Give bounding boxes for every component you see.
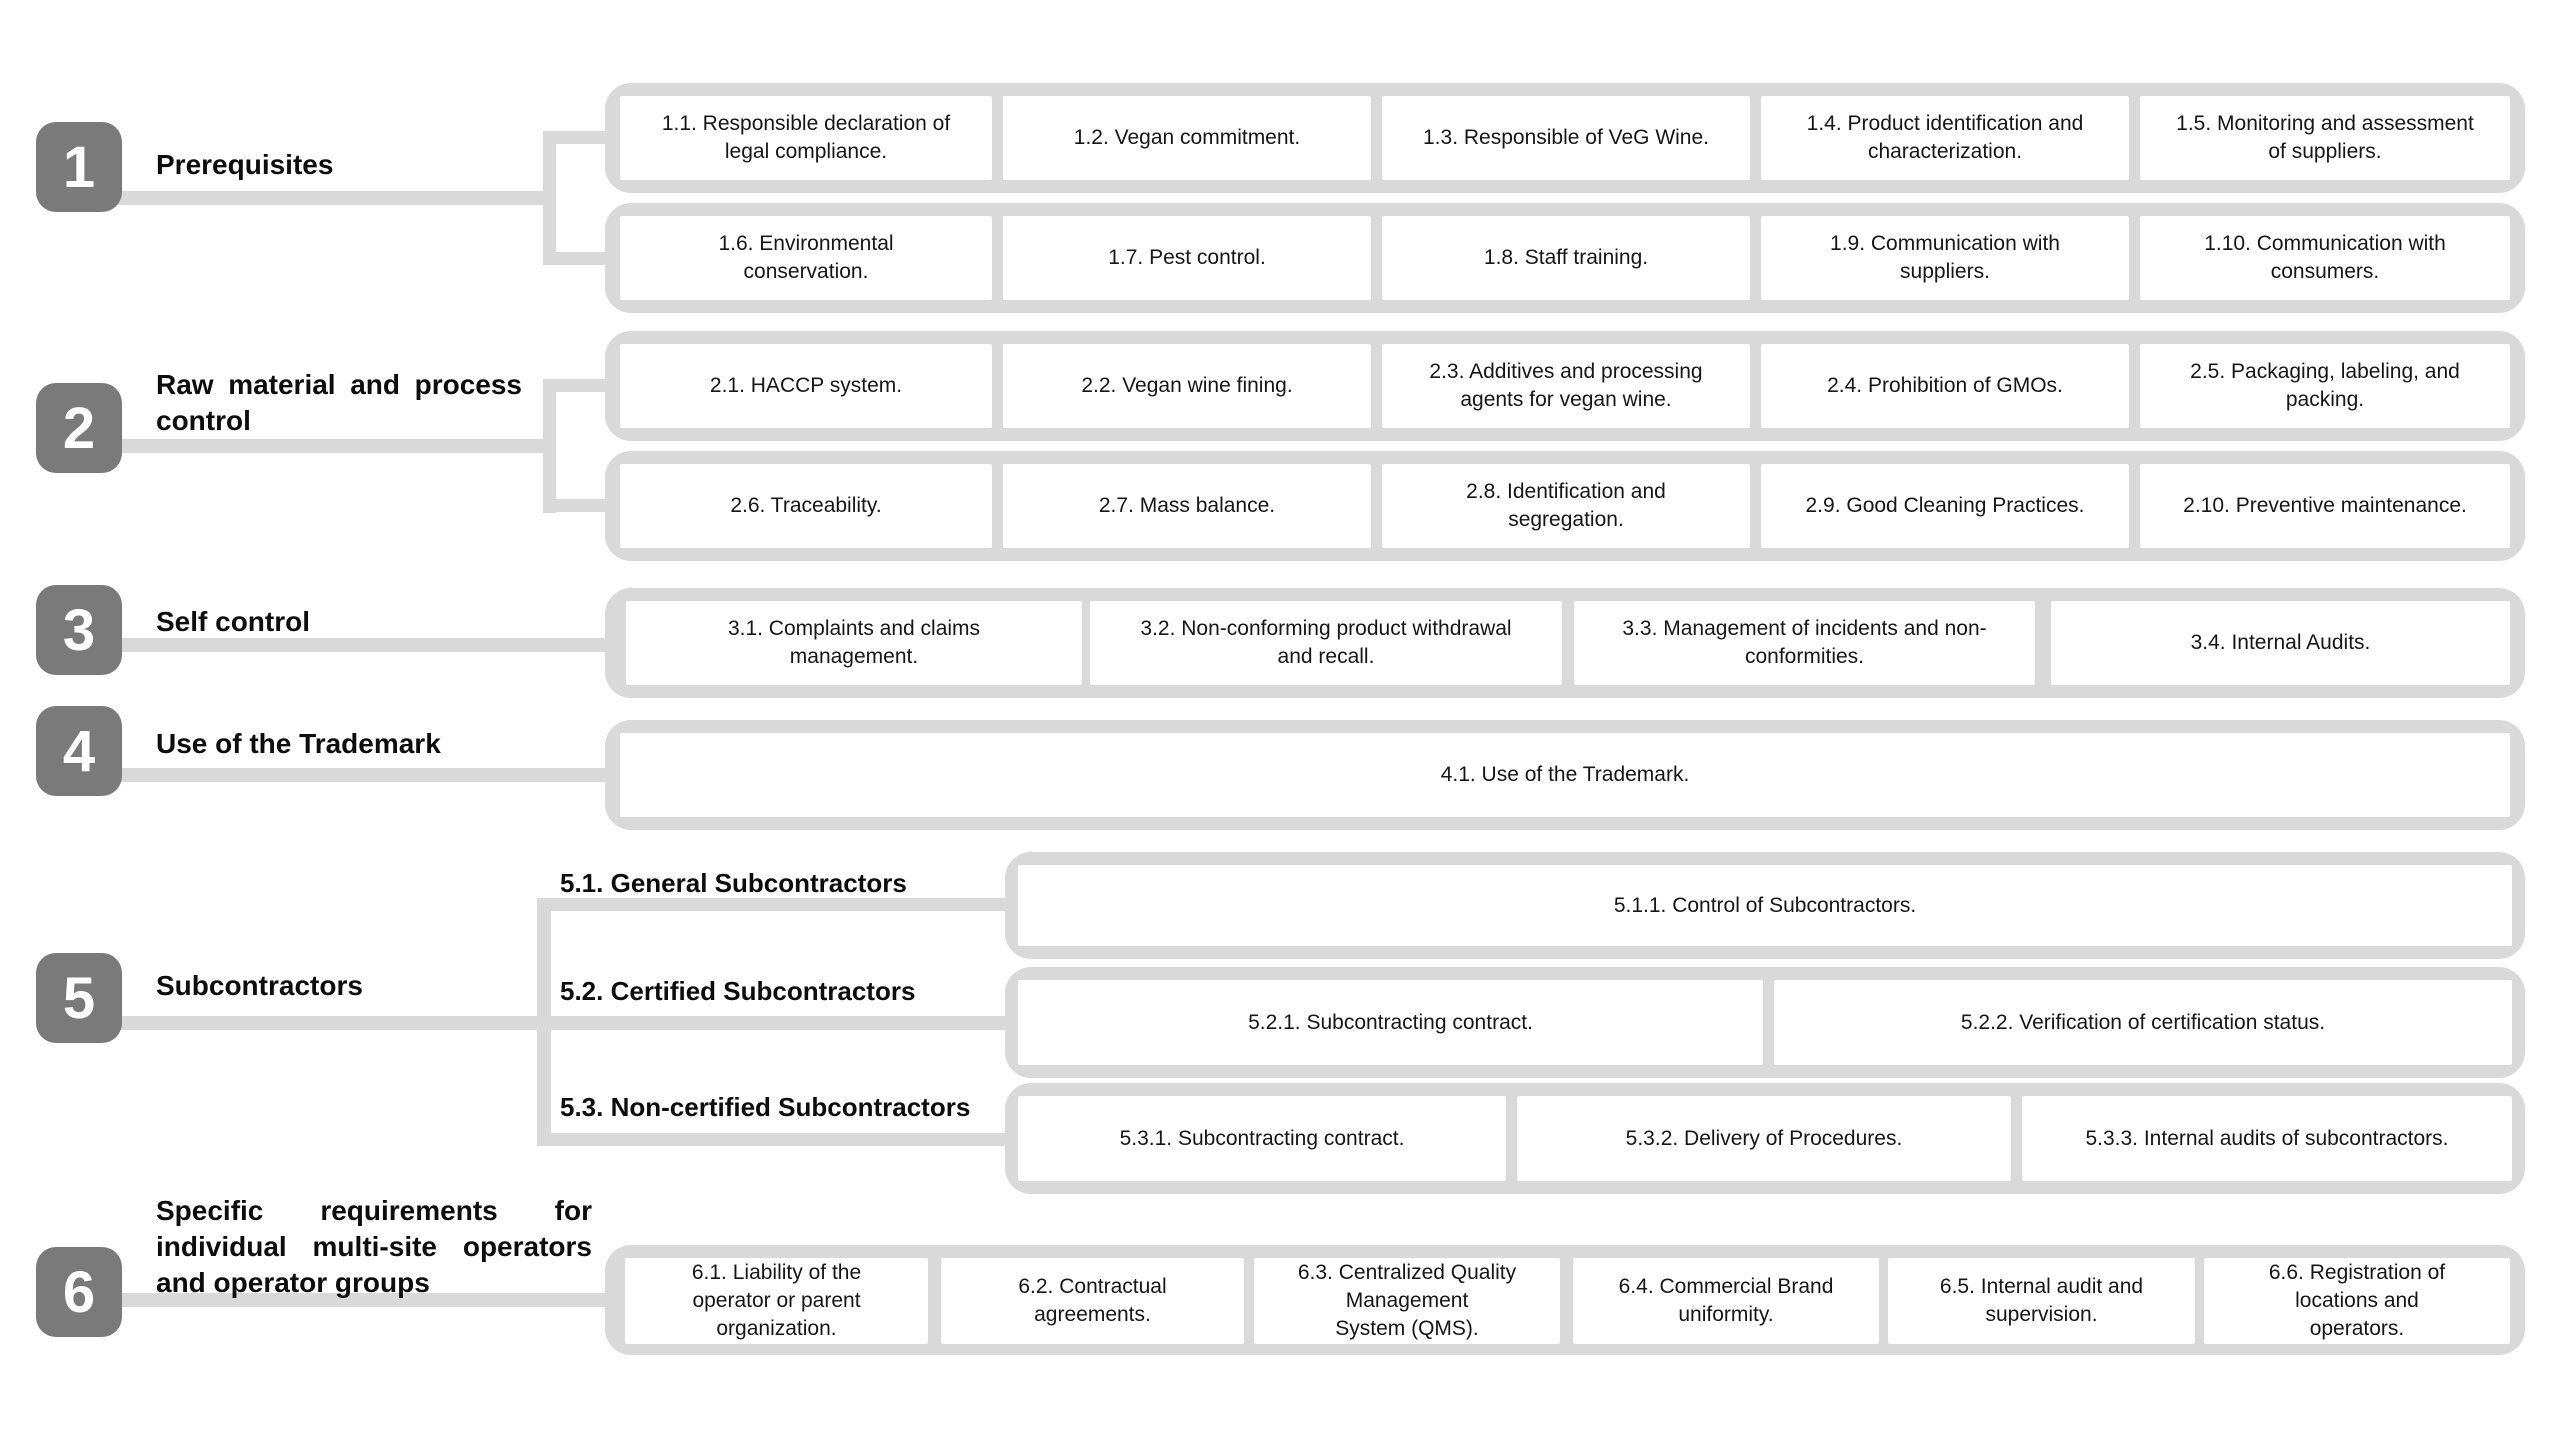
- subsection-5-3-label: 5.3. Non-certified Subcontractors: [560, 1092, 971, 1122]
- box-1-5: 1.5. Monitoring and assessment of suppli…: [2140, 96, 2510, 180]
- connector-section-5-branch-3: [537, 1133, 1020, 1146]
- box-6-6: 6.6. Registration of locations and opera…: [2204, 1258, 2510, 1344]
- box-1-6: 1.6. Environmental conservation.: [620, 216, 992, 300]
- box-5-2-2: 5.2.2. Verification of certification sta…: [1774, 980, 2512, 1065]
- section-6-badge: 6: [36, 1247, 122, 1337]
- box-3-1: 3.1. Complaints and claims management.: [626, 601, 1082, 685]
- connector-section-5-branch-1: [537, 898, 1020, 911]
- section-4-title: Use of the Trademark: [156, 728, 441, 759]
- connector-section-1-stub-top: [543, 131, 618, 144]
- box-2-6: 2.6. Traceability.: [620, 464, 992, 548]
- box-2-3: 2.3. Additives and processing agents for…: [1382, 344, 1750, 428]
- connector-section-2-vbar: [543, 379, 556, 513]
- connector-section-1-stub-bottom: [543, 252, 618, 265]
- connector-section-4-main: [100, 768, 620, 782]
- box-1-2: 1.2. Vegan commitment.: [1003, 96, 1371, 180]
- box-1-3: 1.3. Responsible of VeG Wine.: [1382, 96, 1750, 180]
- box-2-2: 2.2. Vegan wine fining.: [1003, 344, 1371, 428]
- box-5-3-1: 5.3.1. Subcontracting contract.: [1018, 1096, 1506, 1181]
- connector-section-1-main: [100, 191, 556, 205]
- box-3-4: 3.4. Internal Audits.: [2051, 601, 2510, 685]
- connector-section-5-vbar: [537, 898, 551, 1146]
- box-6-4: 6.4. Commercial Brand uniformity.: [1573, 1258, 1879, 1344]
- box-2-8: 2.8. Identification and segregation.: [1382, 464, 1750, 548]
- connector-section-2-main: [100, 439, 556, 453]
- box-5-3-2: 5.3.2. Delivery of Procedures.: [1517, 1096, 2011, 1181]
- box-2-10: 2.10. Preventive maintenance.: [2140, 464, 2510, 548]
- subsection-5-2-label: 5.2. Certified Subcontractors: [560, 976, 916, 1006]
- box-1-7: 1.7. Pest control.: [1003, 216, 1371, 300]
- box-5-2-1: 5.2.1. Subcontracting contract.: [1018, 980, 1763, 1065]
- box-3-3: 3.3. Management of incidents and non- co…: [1574, 601, 2035, 685]
- section-5-badge: 5: [36, 953, 122, 1043]
- box-4-1: 4.1. Use of the Trademark.: [620, 733, 2510, 817]
- box-5-1-1: 5.1.1. Control of Subcontractors.: [1018, 865, 2512, 946]
- box-2-1: 2.1. HACCP system.: [620, 344, 992, 428]
- connector-section-1-vbar: [543, 131, 556, 265]
- box-6-1: 6.1. Liability of the operator or parent…: [625, 1258, 928, 1344]
- connector-section-2-stub-bottom: [543, 499, 618, 512]
- connector-section-2-stub-top: [543, 379, 618, 392]
- section-1-badge: 1: [36, 122, 122, 212]
- section-3-badge: 3: [36, 585, 122, 675]
- box-2-5: 2.5. Packaging, labeling, and packing.: [2140, 344, 2510, 428]
- box-6-5: 6.5. Internal audit and supervision.: [1888, 1258, 2195, 1344]
- section-3-title: Self control: [156, 606, 311, 637]
- connector-section-3-main: [100, 638, 620, 652]
- section-2-title: Raw material and process control: [156, 369, 522, 436]
- box-2-7: 2.7. Mass balance.: [1003, 464, 1371, 548]
- box-1-8: 1.8. Staff training.: [1382, 216, 1750, 300]
- box-2-4: 2.4. Prohibition of GMOs.: [1761, 344, 2129, 428]
- box-1-4: 1.4. Product identification and characte…: [1761, 96, 2129, 180]
- section-1-title: Prerequisites: [156, 149, 334, 180]
- section-2-badge: 2: [36, 383, 122, 473]
- box-1-9: 1.9. Communication with suppliers.: [1761, 216, 2129, 300]
- connector-section-6-main: [100, 1293, 620, 1307]
- subsection-5-1-label: 5.1. General Subcontractors: [560, 868, 907, 898]
- box-2-9: 2.9. Good Cleaning Practices.: [1761, 464, 2129, 548]
- box-5-3-3: 5.3.3. Internal audits of subcontractors…: [2022, 1096, 2512, 1181]
- section-6-title: Specific requirements for individual mul…: [156, 1195, 592, 1298]
- box-1-10: 1.10. Communication with consumers.: [2140, 216, 2510, 300]
- box-1-1: 1.1. Responsible declaration of legal co…: [620, 96, 992, 180]
- section-5-title: Subcontractors: [156, 970, 363, 1001]
- connector-section-5-main: [100, 1016, 1020, 1030]
- section-4-badge: 4: [36, 706, 122, 796]
- box-6-2: 6.2. Contractual agreements.: [941, 1258, 1244, 1344]
- box-6-3: 6.3. Centralized Quality Management Syst…: [1254, 1258, 1560, 1344]
- box-3-2: 3.2. Non-conforming product withdrawal a…: [1090, 601, 1562, 685]
